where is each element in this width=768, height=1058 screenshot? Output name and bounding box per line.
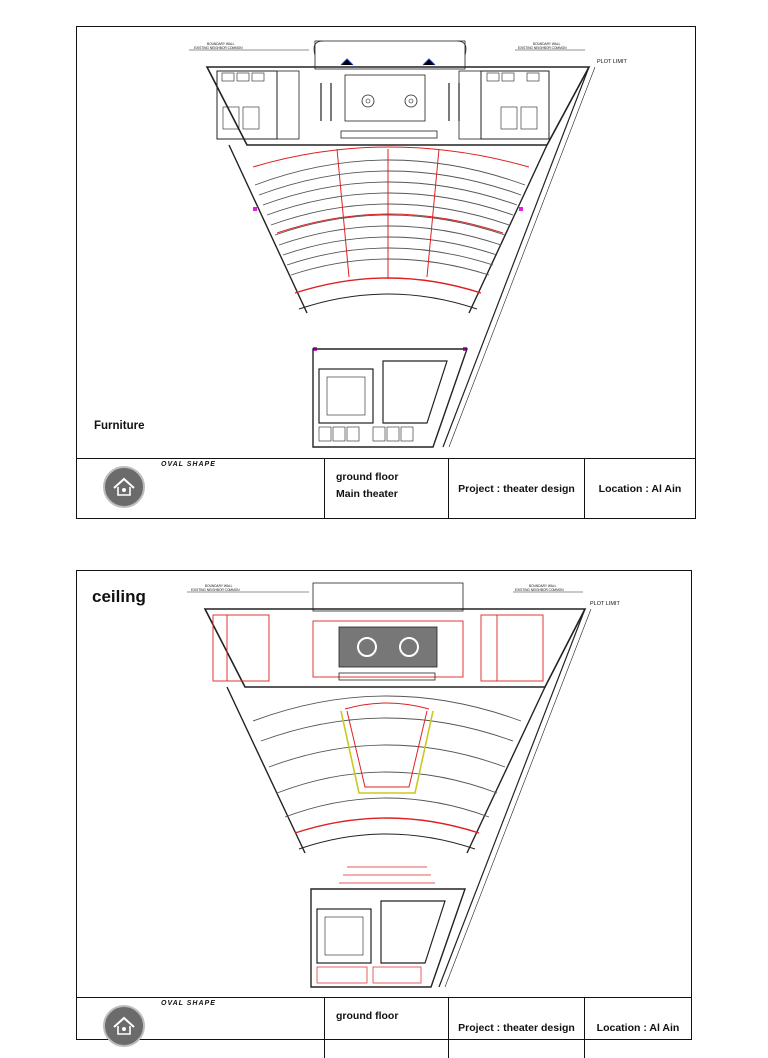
level-name: ground floor [336,471,399,483]
backstage-block [310,888,466,988]
house-logo-icon [103,1005,145,1047]
seating-rows [254,159,526,276]
boundary-wall-right-label: BOUNDARY WALL [529,584,557,588]
dressing-room-right [382,360,448,424]
title-block-logo-cell: OVAL SHAPE [77,459,325,519]
ceiling-cove-yellow [340,710,434,794]
dressing-room-left [318,368,374,424]
boundary-wall-right-sub: EXISTING NEIGHBOR COMMON [515,588,564,592]
title-block-level-cell: ground floor Main theater [325,459,449,519]
stage-edge [294,277,482,294]
boundary-wall-left-sub: EXISTING NEIGHBOR COMMON [194,46,243,50]
drawing-title: Main theater [336,488,398,500]
title-block-level-cell: ground floor [325,998,449,1058]
level-name: ground floor [336,1010,399,1022]
lobby-feature-ceiling [338,626,438,668]
location-name: Location : Al Ain [598,483,682,495]
boundary-wall-left-sub: EXISTING NEIGHBOR COMMON [191,588,240,592]
sheet-label: ceiling [92,587,146,606]
boundary-wall-left-label: BOUNDARY WALL [207,42,235,46]
title-block: OVAL SHAPE ground floor Project : theate… [77,997,691,1058]
lobby [344,74,426,122]
boundary-wall-right-label: BOUNDARY WALL [533,42,561,46]
location-name: Location : Al Ain [596,1022,680,1034]
plot-limit-label: PLOT LIMIT [597,59,627,65]
plot-limit-label: PLOT LIMIT [590,601,620,607]
boundary-wall-left-label: BOUNDARY WALL [205,584,233,588]
project-name: Project : theater design [449,998,585,1058]
ceiling-grid-front [212,614,544,682]
drawing-sheet-furniture: BOUNDARY WALL EXISTING NEIGHBOR COMMON B… [76,26,696,519]
project-name: Project : theater design [449,459,585,519]
boundary-wall-right-sub: EXISTING NEIGHBOR COMMON [518,46,567,50]
title-block: OVAL SHAPE ground floor Main theater Pro… [77,458,695,519]
firm-name: OVAL SHAPE [161,461,216,468]
ceiling-arcs [252,695,522,818]
ceiling-cove-red [346,710,428,788]
floor-plan-ceiling: BOUNDARY WALL EXISTING NEIGHBOR COMMON B… [187,582,620,988]
floor-plan-furniture: BOUNDARY WALL EXISTING NEIGHBOR COMMON B… [189,40,627,448]
drawing-sheet-ceiling: BOUNDARY WALL EXISTING NEIGHBOR COMMON B… [76,570,692,1058]
plot-limit-line [442,66,590,448]
sheet-label: Furniture [94,420,145,432]
firm-name: OVAL SHAPE [161,1000,216,1007]
auditorium-wall-right [468,144,548,314]
title-block-logo-cell: OVAL SHAPE [77,998,325,1058]
house-logo-icon [103,466,145,508]
auditorium-wall-left [228,144,308,314]
backstage-block [312,348,468,448]
ticket-counter [340,130,438,139]
entrance-canopy [314,40,466,70]
aisle-lines [252,146,530,279]
